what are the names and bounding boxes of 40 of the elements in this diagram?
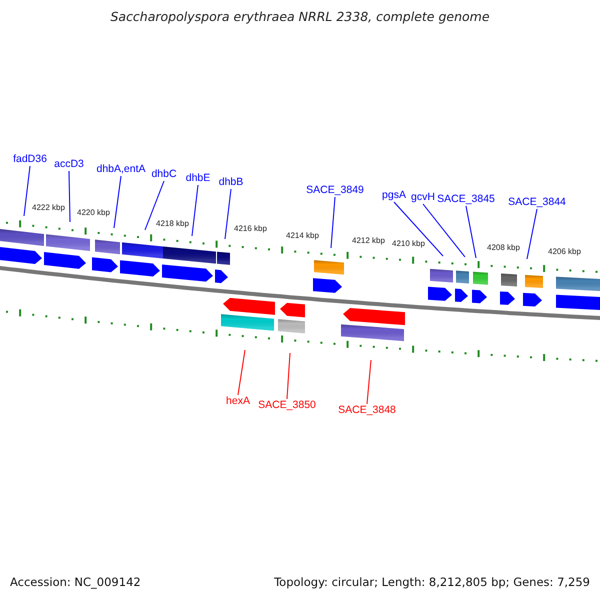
gene-label: SACE_3844 — [508, 196, 566, 209]
gene-label: gcvH — [411, 191, 435, 204]
genome-stats-text: Topology: circular; Length: 8,212,805 bp; Genes: 7,259 — [274, 575, 590, 589]
leader-line — [68, 170, 70, 222]
gene-label: accD3 — [54, 158, 84, 171]
gene-label: SACE_3845 — [437, 193, 495, 206]
leader-line — [238, 350, 246, 396]
leader-line — [144, 180, 164, 230]
leader-line — [466, 206, 476, 258]
gene-label: SACE_3849 — [306, 184, 364, 197]
position-label: 4206 kbp — [548, 247, 581, 257]
position-label: 4214 kbp — [286, 231, 319, 241]
position-label: 4210 kbp — [392, 239, 425, 249]
leader-line — [192, 184, 198, 236]
leader-line — [330, 196, 336, 248]
leader-line — [366, 360, 372, 404]
gene-label: fadD36 — [13, 153, 47, 166]
gene-label: dhbE — [186, 172, 210, 185]
leader-line — [224, 188, 232, 240]
gene-label: hexA — [226, 395, 250, 408]
leader-line — [114, 176, 122, 228]
gene-label: SACE_3850 — [258, 399, 316, 412]
gene-label: dhbA,entA — [96, 163, 146, 176]
gene-label: dhbC — [151, 168, 177, 181]
gene-label: dhbB — [218, 176, 244, 189]
position-label: 4218 kbp — [156, 219, 189, 229]
position-label: 4216 kbp — [234, 224, 267, 234]
position-label: 4222 kbp — [32, 203, 65, 213]
leader-line — [286, 352, 290, 400]
position-label: 4212 kbp — [352, 236, 385, 246]
position-label: 4208 kbp — [487, 243, 520, 253]
leader-line — [24, 166, 30, 216]
accession-text: Accession: NC_009142 — [10, 575, 141, 589]
gene-label: SACE_3848 — [338, 404, 396, 417]
leader-line — [422, 204, 466, 258]
gene-label: pgsA — [382, 189, 406, 202]
position-label: 4220 kbp — [77, 208, 110, 218]
title: Saccharopolyspora erythraea NRRL 2338, complete genome — [109, 9, 491, 25]
leader-line — [526, 208, 538, 260]
leader-line — [394, 202, 444, 256]
